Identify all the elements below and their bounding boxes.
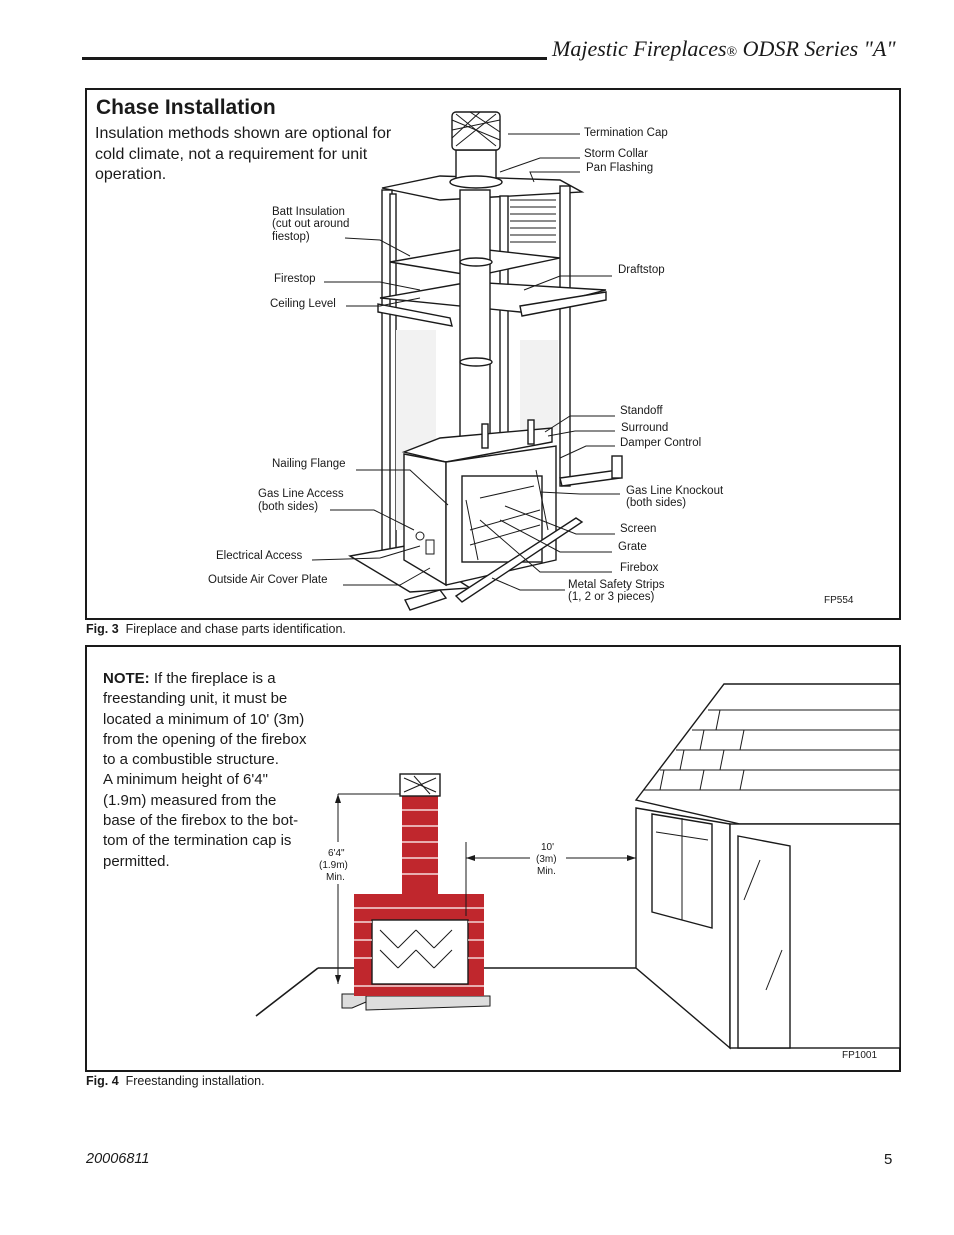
label-batt-insulation-3: fiestop) — [272, 231, 310, 243]
chase-installation-diagram: Termination Cap Storm Collar Pan Flashin… — [208, 111, 854, 611]
leader-lines — [311, 133, 620, 591]
label-standoff: Standoff — [620, 405, 663, 417]
label-gas-line-knockout-2: (both sides) — [626, 497, 686, 509]
label-screen: Screen — [620, 523, 656, 535]
distance-dim-3: Min. — [537, 866, 556, 877]
label-storm-collar: Storm Collar — [584, 148, 648, 160]
section-intro: Insulation methods shown are optional fo… — [95, 125, 392, 183]
label-gas-line-knockout-1: Gas Line Knockout — [626, 485, 724, 497]
section-title: Chase Installation — [96, 96, 276, 119]
height-dim-1: 6'4" — [328, 848, 345, 859]
document-number: 20006811 — [86, 1151, 150, 1167]
label-firebox: Firebox — [620, 562, 659, 574]
figure-3-caption-number: Fig. 3 — [86, 622, 119, 636]
distance-dim-1: 10' — [541, 842, 554, 853]
label-damper-control: Damper Control — [620, 437, 701, 449]
figure-3-caption-text: Fireplace and chase parts identification… — [125, 622, 346, 636]
figure-4-caption: Fig. 4 Freestanding installation. — [86, 1074, 265, 1088]
height-dim-2: (1.9m) — [319, 860, 348, 871]
figure-3-caption: Fig. 3 Fireplace and chase parts identif… — [86, 622, 346, 636]
label-nailing-flange: Nailing Flange — [272, 458, 346, 470]
brick-fireplace — [341, 773, 491, 1011]
label-gas-line-access-2: (both sides) — [258, 501, 318, 513]
label-batt-insulation-2: (cut out around — [272, 218, 349, 230]
chimney-pipe — [449, 111, 503, 441]
distance-dim-2: (3m) — [536, 854, 557, 865]
figure-4-caption-text: Freestanding installation. — [125, 1074, 265, 1088]
figure-3-code: FP554 — [824, 595, 854, 606]
header-rule — [82, 57, 547, 60]
label-ceiling-level: Ceiling Level — [270, 298, 336, 310]
dimension-lines — [335, 793, 636, 984]
label-batt-insulation-1: Batt Insulation — [272, 206, 345, 218]
header-registered-mark: ® — [726, 45, 738, 60]
note-text-height: A minimum height of 6'4" (1.9m) measured… — [103, 771, 299, 870]
page-header-title: Majestic Fireplaces® ODSR Series "A" — [552, 36, 896, 62]
freestanding-note: NOTE: If the fireplace is a freestanding… — [103, 669, 313, 872]
label-metal-safety-strips-2: (1, 2 or 3 pieces) — [568, 591, 654, 603]
label-draftstop: Draftstop — [618, 264, 665, 276]
label-outside-air-cover-plate: Outside Air Cover Plate — [208, 574, 328, 586]
header-brand: Majestic Fireplaces — [552, 36, 727, 61]
label-grate: Grate — [618, 541, 647, 553]
label-surround: Surround — [621, 422, 668, 434]
note-text: If the fireplace is a freestanding unit,… — [103, 670, 307, 769]
page-number: 5 — [884, 1151, 893, 1168]
label-metal-safety-strips-1: Metal Safety Strips — [568, 579, 665, 591]
height-dim-3: Min. — [326, 872, 345, 883]
label-firestop: Firestop — [274, 273, 316, 285]
figure-4-caption-number: Fig. 4 — [86, 1074, 119, 1088]
label-gas-line-access-1: Gas Line Access — [258, 488, 344, 500]
figure-4-code: FP1001 — [842, 1050, 877, 1061]
house — [634, 683, 901, 1050]
label-pan-flashing: Pan Flashing — [586, 162, 653, 174]
label-termination-cap: Termination Cap — [584, 127, 668, 139]
label-electrical-access: Electrical Access — [216, 550, 303, 562]
header-series: ODSR Series "A" — [737, 36, 896, 61]
note-label: NOTE: — [103, 670, 150, 687]
